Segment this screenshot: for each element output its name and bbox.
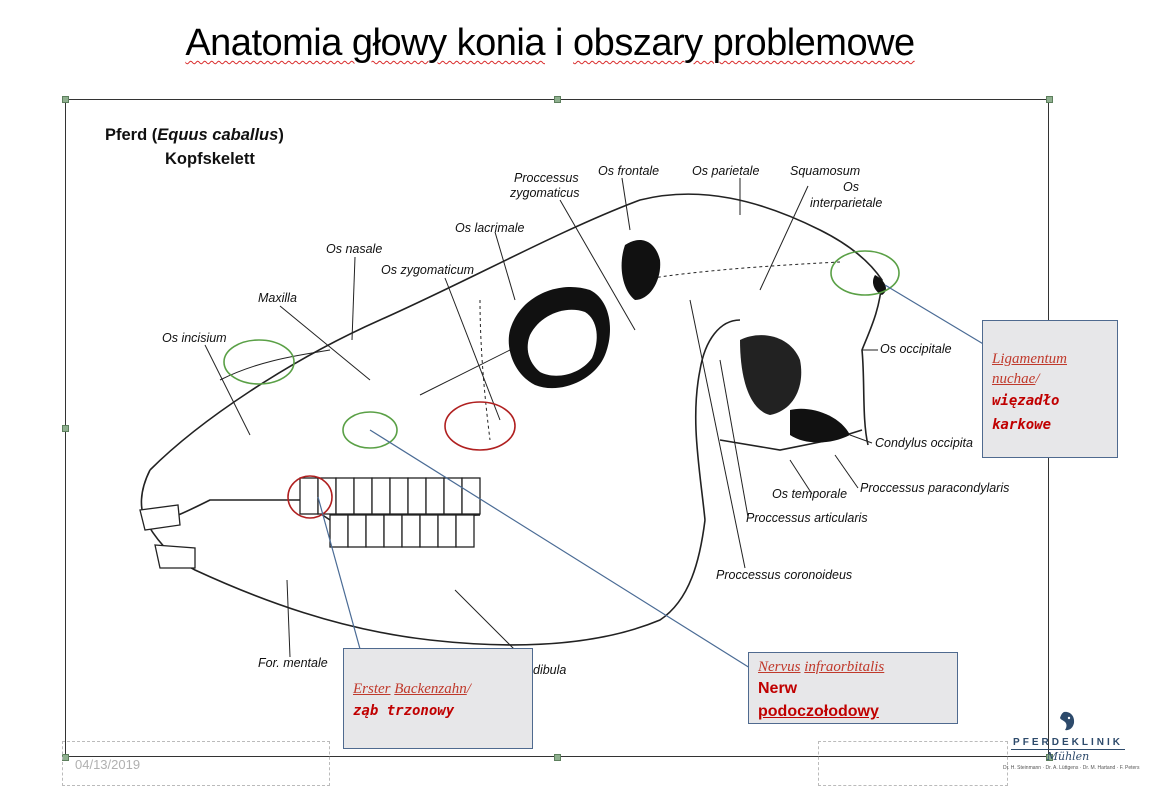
callout-ligamentum-polish-1: więzadło <box>992 393 1060 409</box>
skull-outline <box>140 193 883 646</box>
resize-handle-top-right[interactable] <box>1046 96 1053 103</box>
footer-date-placeholder[interactable] <box>62 741 330 786</box>
callout-nervus-latin: Nervus infraorbitalis <box>758 659 885 675</box>
label-os-frontale: Os frontale <box>598 164 659 178</box>
title-part-3: obszary problemowe <box>573 22 915 64</box>
callout-nervus-polish-2: podoczołodowy <box>758 703 879 720</box>
temporal-fossa <box>621 240 661 300</box>
footer-right-placeholder[interactable] <box>818 741 1008 786</box>
callout-first-molar[interactable]: Erster Backenzahn/ ząb trzonowy <box>343 648 533 749</box>
callout-ligamentum-polish-2: karkowe <box>992 417 1052 433</box>
label-os-incisium: Os incisium <box>162 331 227 345</box>
callout-nervus-polish-1: Nerw <box>758 680 798 697</box>
incisors <box>139 504 196 569</box>
marker-circle-nervus-infraorbitalis <box>342 411 398 449</box>
label-proccessus-paracondylaris: Proccessus paracondylaris <box>860 481 1009 495</box>
marker-circle-first-molar <box>287 475 333 519</box>
label-proccessus-coronoideus: Proccessus coronoideus <box>716 568 852 582</box>
label-os-occipitale: Os occipitale <box>880 342 952 356</box>
callout-ligamentum-latin-1: Ligamentum <box>992 351 1067 367</box>
slide-title: Anatomia głowy konia i obszary problemow… <box>0 22 1100 65</box>
occipital-crest <box>872 275 886 295</box>
label-proccessus-zygomaticus-2: zygomaticus <box>509 186 579 200</box>
orbit-inner <box>527 309 597 376</box>
label-leader-lines <box>204 177 878 661</box>
horse-head-icon <box>1060 711 1075 731</box>
title-part-1: Anatomia głowy konia <box>185 22 545 64</box>
label-proccessus-zygomaticus-1: Proccessus <box>514 171 579 185</box>
resize-handle-bottom-right[interactable] <box>1046 754 1053 761</box>
title-part-2: i <box>544 22 574 64</box>
callout-ligamentum-latin-2: nuchae/ <box>992 371 1040 387</box>
label-os-parietale: Os parietale <box>692 164 759 178</box>
callout-leader-lines <box>317 284 986 669</box>
resize-handle-middle-left[interactable] <box>62 425 69 432</box>
upper-molars <box>299 477 481 515</box>
figure-header-line1: Pferd (Equus caballus) <box>105 126 284 144</box>
logo-divider <box>1011 749 1125 750</box>
lower-molars <box>329 514 475 548</box>
label-os-interparietale-1: Os <box>843 180 859 194</box>
logo-script: Mühlen <box>1046 750 1090 763</box>
label-mandibula: dibula <box>533 663 566 677</box>
condyle-shadow <box>790 408 850 443</box>
clinic-logo: PFERDEKLINIK Mühlen Dr. H. Steinmann · D… <box>1003 710 1140 780</box>
callout-ligamentum-nuchae[interactable]: Ligamentum nuchae/ więzadło karkowe <box>982 320 1118 458</box>
figure-header-line2: Kopfskelett <box>165 150 255 168</box>
marker-circle-os-incisium <box>223 339 295 385</box>
resize-handle-top-middle[interactable] <box>554 96 561 103</box>
label-os-temporale: Os temporale <box>772 487 847 501</box>
logo-doctors: Dr. H. Steinmann · Dr. A. Lüttgens · Dr.… <box>1003 765 1140 771</box>
label-os-nasale: Os nasale <box>326 242 382 256</box>
label-condylus-occipitalis: Condylus occipita <box>875 436 973 450</box>
logo-name: PFERDEKLINIK <box>1013 737 1123 748</box>
label-for-mentale: For. mentale <box>258 656 328 670</box>
posterior-structure <box>740 335 802 415</box>
label-squamosum: Squamosum <box>790 164 860 178</box>
label-os-zygomaticum: Os zygomaticum <box>381 263 474 277</box>
marker-circle-os-zygomaticum <box>444 401 516 451</box>
marker-circle-ligamentum-nuchae <box>830 250 900 296</box>
label-proccessus-articularis: Proccessus articularis <box>746 511 868 525</box>
skull-image-frame[interactable] <box>65 99 1049 757</box>
callout-first-molar-polish: ząb trzonowy <box>353 703 455 719</box>
callout-first-molar-latin: Erster Backenzahn/ <box>353 681 471 697</box>
resize-handle-top-left[interactable] <box>62 96 69 103</box>
label-os-lacrimale: Os lacrimale <box>455 221 525 235</box>
label-maxilla: Maxilla <box>258 291 297 305</box>
callout-nervus-infraorbitalis[interactable]: Nervus infraorbitalis Nerw podoczołodowy <box>748 652 958 724</box>
footer-date: 04/13/2019 <box>75 757 141 772</box>
label-os-interparietale-2: interparietale <box>810 196 882 210</box>
resize-handle-bottom-middle[interactable] <box>554 754 561 761</box>
